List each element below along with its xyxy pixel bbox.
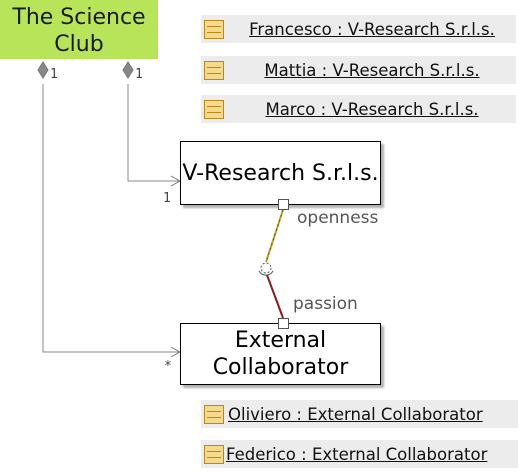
instance-icon xyxy=(204,19,224,39)
passion-port[interactable] xyxy=(278,318,289,329)
vresearch-class[interactable]: V-Research S.r.l.s. xyxy=(180,141,381,205)
instance-mattia[interactable]: Mattia : V-Research S.r.l.s. xyxy=(201,56,516,84)
openness-port-label: openness xyxy=(297,208,379,228)
external-collaborator-class[interactable]: External Collaborator xyxy=(180,323,381,385)
instance-oliviero[interactable]: Oliviero : External Collaborator xyxy=(201,400,518,428)
passion-link[interactable] xyxy=(266,274,284,319)
multiplicity-club-right: 1 xyxy=(135,67,143,82)
instance-label: Mattia : V-Research S.r.l.s. xyxy=(264,60,480,80)
science-club-label: The Science Club xyxy=(12,4,146,57)
instance-federico[interactable]: Federico : External Collaborator xyxy=(201,440,518,468)
external-collaborator-label: External Collaborator xyxy=(212,328,349,380)
multiplicity-external-end: * xyxy=(164,359,172,374)
vresearch-label: V-Research S.r.l.s. xyxy=(182,160,379,186)
passion-port-label: passion xyxy=(293,294,358,314)
instance-marco[interactable]: Marco : V-Research S.r.l.s. xyxy=(201,95,516,123)
instance-icon xyxy=(204,404,224,424)
science-club-class[interactable]: The Science Club xyxy=(0,0,158,59)
instance-label: Oliviero : External Collaborator xyxy=(228,404,483,424)
multiplicity-vresearch-end: 1 xyxy=(163,191,171,206)
instance-icon xyxy=(204,60,224,80)
provided-interface-ball xyxy=(260,262,272,274)
instance-label: Federico : External Collaborator xyxy=(226,444,488,464)
multiplicity-club-left: 1 xyxy=(50,67,58,82)
instance-label: Marco : V-Research S.r.l.s. xyxy=(265,99,479,119)
instance-label: Francesco : V-Research S.r.l.s. xyxy=(249,19,495,39)
club-to-external-composition[interactable] xyxy=(37,61,182,358)
club-to-vresearch-composition[interactable] xyxy=(122,61,182,187)
instance-icon xyxy=(204,444,224,464)
instance-icon xyxy=(204,99,224,119)
required-interface-socket xyxy=(258,270,274,276)
instance-francesco[interactable]: Francesco : V-Research S.r.l.s. xyxy=(201,15,516,43)
openness-port[interactable] xyxy=(278,199,289,210)
